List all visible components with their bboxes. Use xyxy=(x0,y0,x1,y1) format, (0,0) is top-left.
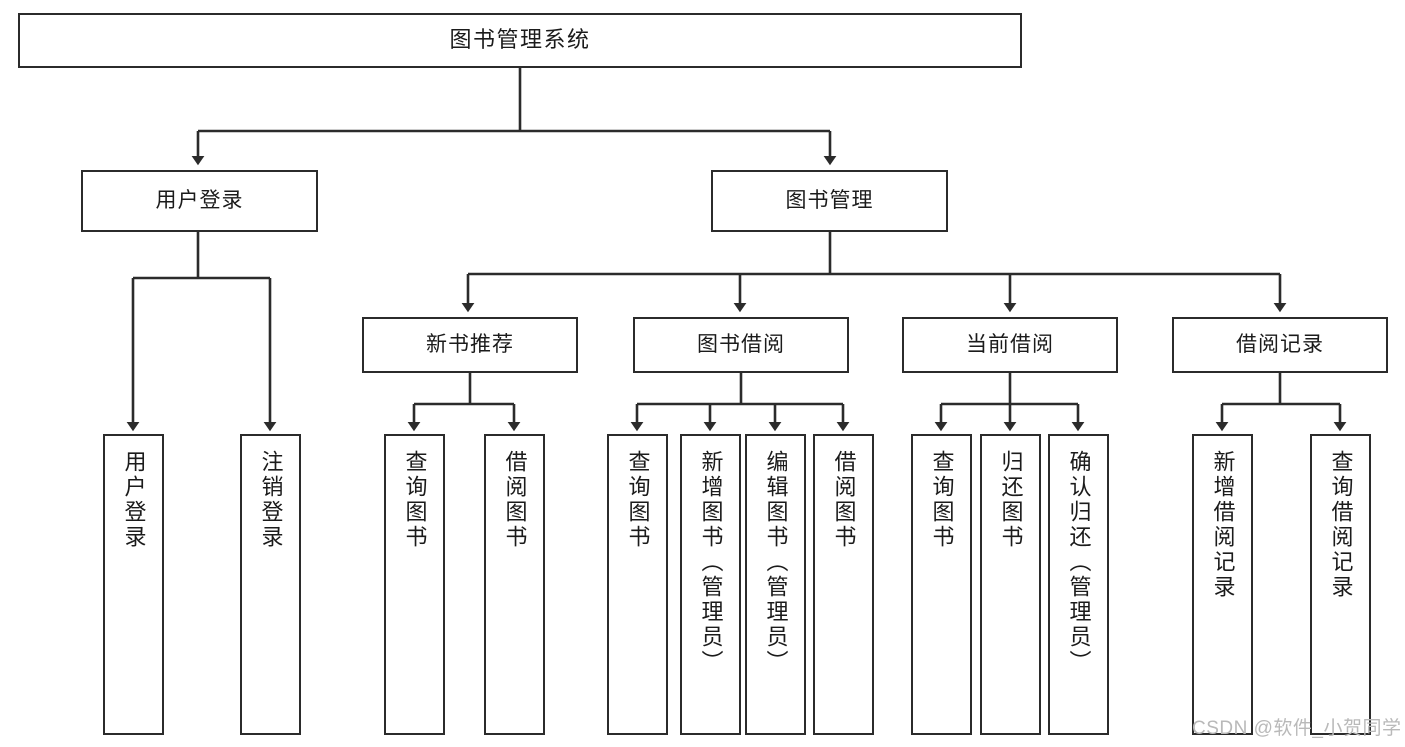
leaf-add-book-admin-label: 新增图书（管理员） xyxy=(698,450,724,675)
node-user-login[interactable]: 用户登录 xyxy=(81,170,318,232)
leaf-add-borrow-record[interactable]: 新增借阅记录 xyxy=(1192,434,1253,735)
leaf-query-book-current[interactable]: 查询图书 xyxy=(911,434,972,735)
node-book-borrow[interactable]: 图书借阅 xyxy=(633,317,849,373)
leaf-query-book-current-label: 查询图书 xyxy=(929,450,955,550)
leaf-user-login[interactable]: 用户登录 xyxy=(103,434,164,735)
leaf-query-borrow-record-label: 查询借阅记录 xyxy=(1328,450,1354,600)
leaf-add-book-admin[interactable]: 新增图书（管理员） xyxy=(680,434,741,735)
leaf-user-login-label: 用户登录 xyxy=(121,450,147,550)
leaf-logout[interactable]: 注销登录 xyxy=(240,434,301,735)
leaf-query-book-rec-label: 查询图书 xyxy=(402,450,428,550)
node-book-manage[interactable]: 图书管理 xyxy=(711,170,948,232)
leaf-query-book-rec[interactable]: 查询图书 xyxy=(384,434,445,735)
leaf-borrow-book-rec-label: 借阅图书 xyxy=(502,450,528,550)
node-book-manage-label: 图书管理 xyxy=(785,189,874,213)
leaf-query-borrow-record[interactable]: 查询借阅记录 xyxy=(1310,434,1371,735)
node-borrow-record-label: 借阅记录 xyxy=(1236,333,1324,357)
leaf-borrow-book-label: 借阅图书 xyxy=(831,450,857,550)
leaf-edit-book-admin-label: 编辑图书（管理员） xyxy=(763,450,789,675)
leaf-logout-label: 注销登录 xyxy=(258,450,284,550)
leaf-borrow-book[interactable]: 借阅图书 xyxy=(813,434,874,735)
csdn-watermark: CSDN @软件_小贺同学 xyxy=(1192,718,1402,739)
node-book-borrow-label: 图书借阅 xyxy=(697,333,785,357)
leaf-return-book-label: 归还图书 xyxy=(998,450,1024,550)
node-current-borrow-label: 当前借阅 xyxy=(966,333,1054,357)
leaf-borrow-book-rec[interactable]: 借阅图书 xyxy=(484,434,545,735)
leaf-query-book[interactable]: 查询图书 xyxy=(607,434,668,735)
node-new-book-rec-label: 新书推荐 xyxy=(426,333,514,357)
leaf-edit-book-admin[interactable]: 编辑图书（管理员） xyxy=(745,434,806,735)
leaf-add-borrow-record-label: 新增借阅记录 xyxy=(1210,450,1236,600)
leaf-return-book[interactable]: 归还图书 xyxy=(980,434,1041,735)
leaf-confirm-return-admin-label: 确认归还（管理员） xyxy=(1066,450,1092,675)
leaf-confirm-return-admin[interactable]: 确认归还（管理员） xyxy=(1048,434,1109,735)
node-borrow-record[interactable]: 借阅记录 xyxy=(1172,317,1388,373)
node-new-book-rec[interactable]: 新书推荐 xyxy=(362,317,578,373)
node-root-label: 图书管理系统 xyxy=(449,27,591,53)
node-current-borrow[interactable]: 当前借阅 xyxy=(902,317,1118,373)
leaf-query-book-label: 查询图书 xyxy=(625,450,651,550)
node-root[interactable]: 图书管理系统 xyxy=(18,13,1022,68)
node-user-login-label: 用户登录 xyxy=(155,189,244,213)
